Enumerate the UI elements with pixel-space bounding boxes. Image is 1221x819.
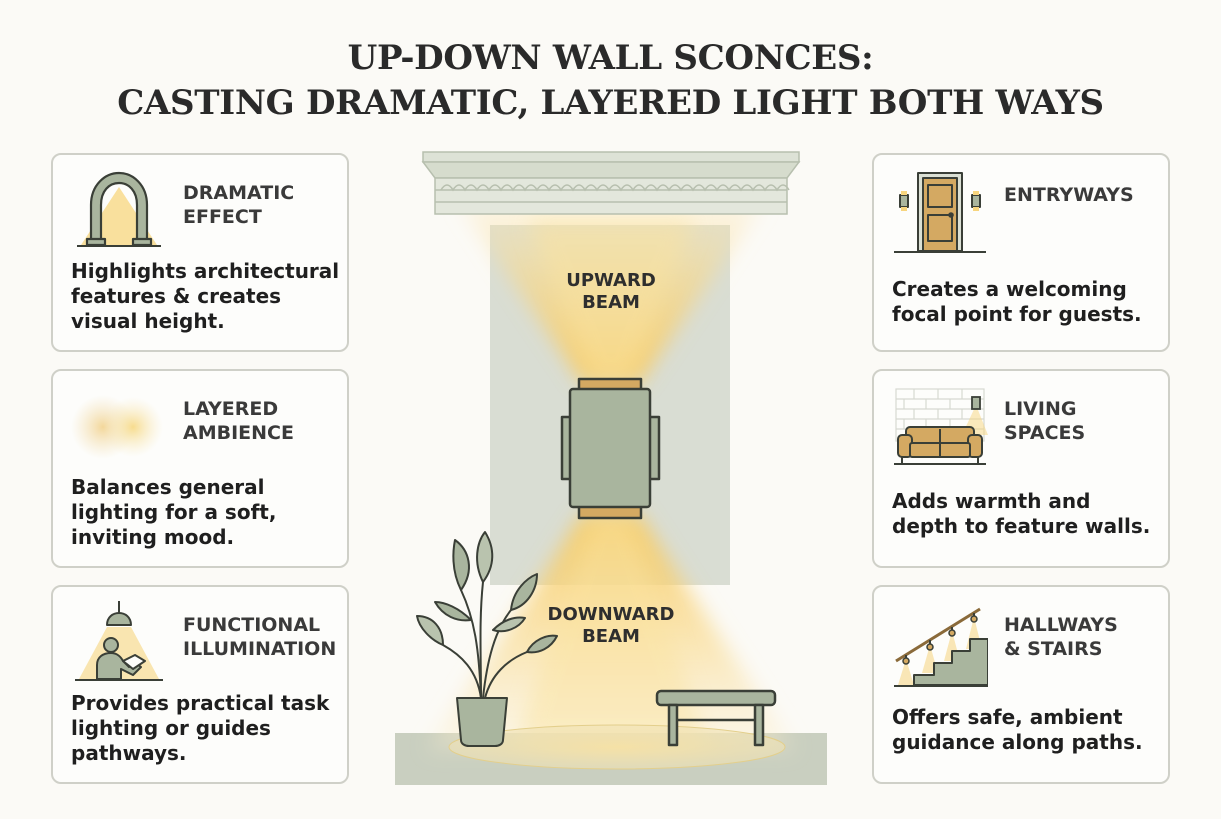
card-entry-title: ENTRYWAYS [1004,183,1169,207]
sconce-body [568,387,652,509]
card-living-body-line-1: Adds warmth and [892,489,1091,513]
card-layered-body: Balances general lighting for a soft, in… [71,475,346,550]
card-dramatic-title-line-2: EFFECT [183,206,262,228]
card-living-body: Adds warmth and depth to feature walls. [892,489,1167,539]
card-dramatic-body-line-1: Highlights architectural [71,259,340,283]
card-hallways-title-line-1: HALLWAYS [1004,614,1118,636]
reading-lamp-icon [75,601,163,681]
upward-beam-label-line-1: UPWARD [566,270,656,291]
card-dramatic-body: Highlights architectural features & crea… [71,259,346,334]
staircase-icon [894,607,988,687]
upward-beam-label: UPWARD BEAM [511,270,711,314]
card-entry-body: Creates a welcoming focal point for gues… [892,277,1167,327]
sconce-fixture [560,377,661,520]
card-functional-title-line-1: FUNCTIONAL [183,614,321,636]
card-functional-body: Provides practical task lighting or guid… [71,691,346,766]
light-orbs-icon [71,395,163,459]
card-layered-body-line-2: lighting for a soft, [71,500,277,524]
title-line-2: CASTING DRAMATIC, LAYERED LIGHT BOTH WAY… [117,83,1104,123]
door-icon [894,172,986,253]
arch-icon [77,171,161,247]
card-layered-title-line-2: AMBIENCE [183,422,294,444]
card-hallways-title: HALLWAYS & STAIRS [1004,613,1169,661]
card-dramatic-effect: DRAMATIC EFFECT Highlights architectural… [51,153,349,352]
potted-plant [416,531,558,747]
card-entry-body-line-1: Creates a welcoming [892,277,1127,301]
card-layered-body-line-3: inviting mood. [71,525,235,549]
sconce-scene [395,151,827,785]
card-functional-body-line-3: pathways. [71,741,187,765]
card-living-title: LIVING SPACES [1004,397,1169,445]
card-hallways-body: Offers safe, ambient guidance along path… [892,705,1167,755]
card-dramatic-body-line-2: features & creates [71,284,282,308]
card-functional-body-line-2: lighting or guides [71,716,271,740]
card-layered-title: LAYERED AMBIENCE [183,397,348,445]
card-dramatic-body-line-3: visual height. [71,309,225,333]
card-dramatic-title-line-1: DRAMATIC [183,182,295,204]
card-functional-title-line-2: ILLUMINATION [183,638,337,660]
card-layered-body-line-1: Balances general [71,475,265,499]
card-entry-body-line-2: focal point for guests. [892,302,1142,326]
card-functional-illumination: FUNCTIONAL ILLUMINATION Provides practic… [51,585,349,784]
card-hallways-body-line-2: guidance along paths. [892,730,1143,754]
downward-beam-label: DOWNWARD BEAM [511,604,711,648]
card-living-spaces: LIVING SPACES Adds warmth and depth to f… [872,369,1170,568]
card-living-title-line-2: SPACES [1004,422,1086,444]
card-functional-title: FUNCTIONAL ILLUMINATION [183,613,348,661]
crown-molding [421,151,801,215]
card-layered-title-line-1: LAYERED [183,398,279,420]
bench [655,689,777,747]
sofa-icon [894,388,988,465]
card-entryways: ENTRYWAYS Creates a welcoming focal poin… [872,153,1170,352]
card-layered-ambience: LAYERED AMBIENCE Balances general lighti… [51,369,349,568]
card-living-body-line-2: depth to feature walls. [892,514,1151,538]
card-entry-title-line-1: ENTRYWAYS [1004,184,1134,206]
upward-beam-label-line-2: BEAM [582,292,640,313]
downward-beam-label-line-1: DOWNWARD [547,604,675,625]
title-line-1: UP-DOWN WALL SCONCES: [347,38,874,78]
card-living-title-line-1: LIVING [1004,398,1077,420]
card-functional-body-line-1: Provides practical task [71,691,330,715]
card-hallways-body-line-1: Offers safe, ambient [892,705,1123,729]
card-hallways-stairs: HALLWAYS & STAIRS Offers safe, ambient g… [872,585,1170,784]
card-hallways-title-line-2: & STAIRS [1004,638,1103,660]
page-title: UP-DOWN WALL SCONCES: CASTING DRAMATIC, … [0,36,1221,126]
plant-pot [456,697,508,747]
downward-beam-label-line-2: BEAM [582,626,640,647]
card-dramatic-title: DRAMATIC EFFECT [183,181,348,229]
floor-light-pool [448,724,786,770]
